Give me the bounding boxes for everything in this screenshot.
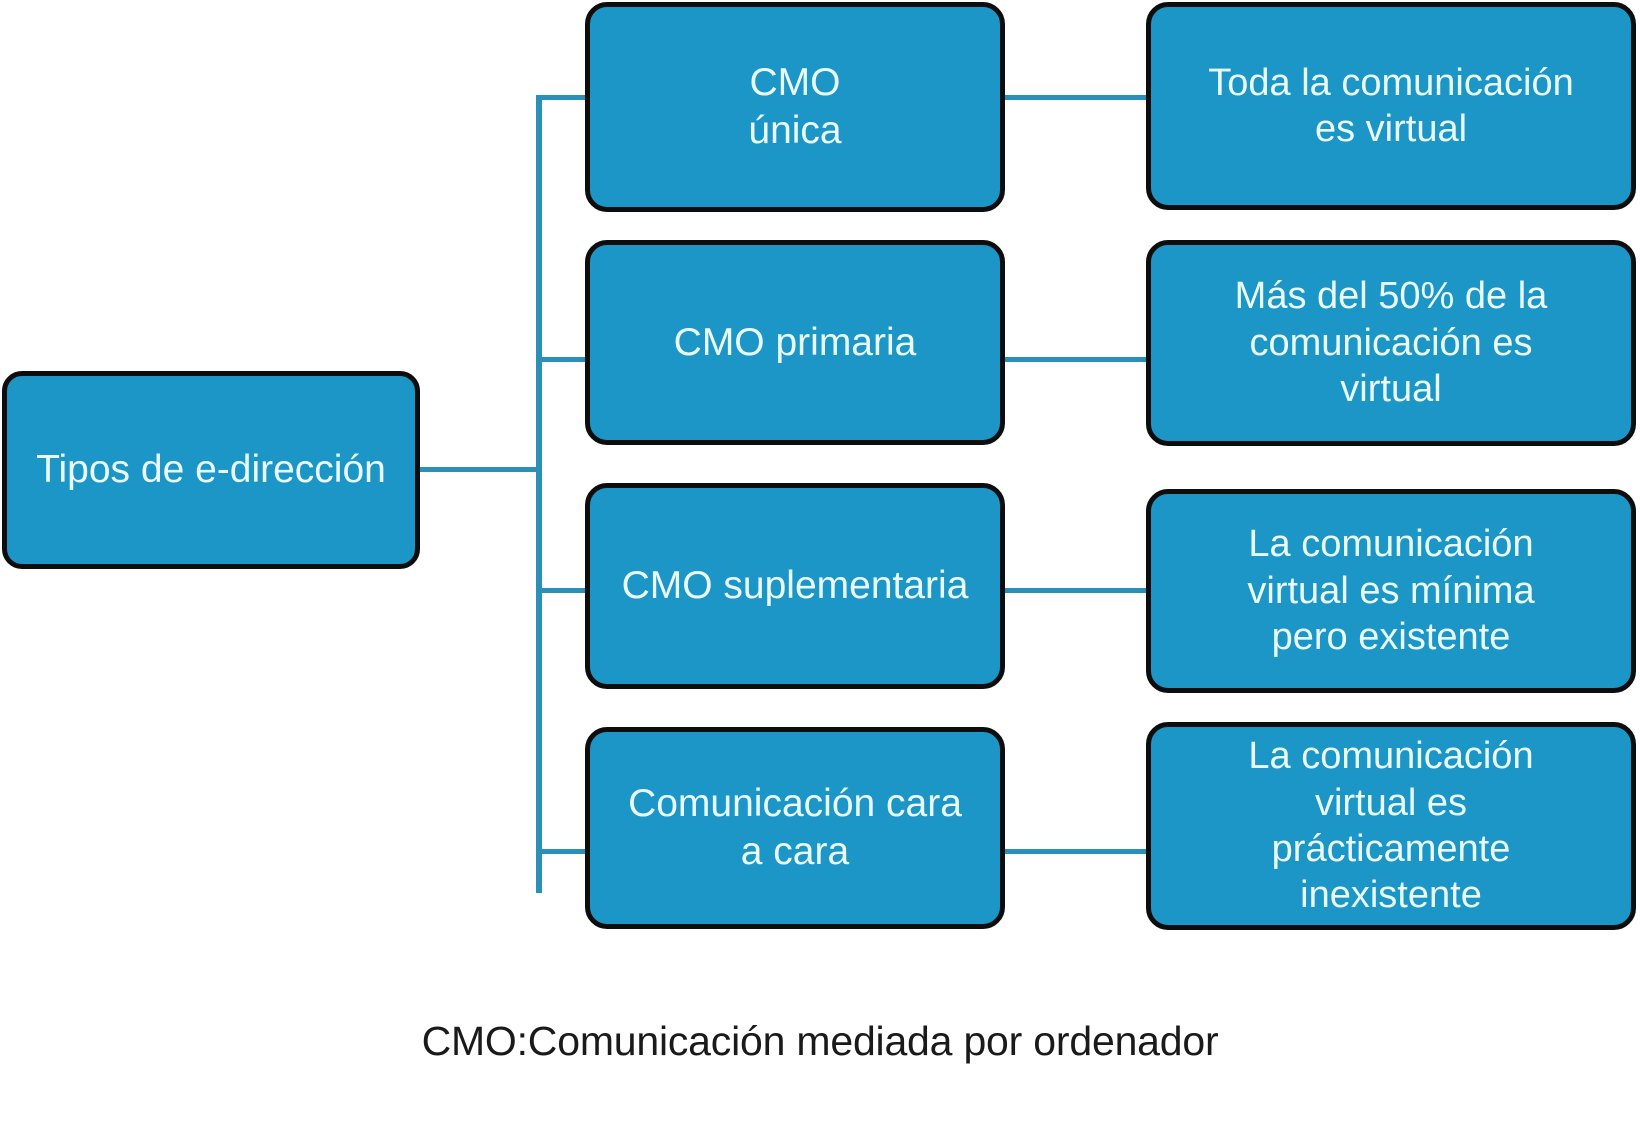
node-comunicacion-cara-a-cara-label: Comunicación cara a cara [628,782,962,873]
node-descripcion-cmo-primaria[interactable]: Más del 50% de la comunicación es virtua… [1146,240,1636,446]
node-descripcion-cara-a-cara[interactable]: La comunicación virtual es prácticamente… [1146,722,1636,930]
connector-trunk-to-cmo-primaria [536,357,591,362]
connector-root-stub [420,467,540,472]
node-comunicacion-cara-a-cara[interactable]: Comunicación cara a cara [585,727,1005,929]
diagram-caption: CMO:Comunicación mediada por ordenador [421,1018,1219,1064]
node-descripcion-cmo-primaria-label: Más del 50% de la comunicación es virtua… [1234,275,1548,411]
node-cmo-suplementaria[interactable]: CMO suplementaria [585,483,1005,689]
node-root[interactable]: Tipos de e-dirección [2,371,420,569]
node-cmo-unica-label: CMO única [748,61,842,152]
connector-trunk-to-cmo-suplementaria [536,588,591,593]
connector-cmo-suplementaria-to-desc [1003,588,1149,593]
connector-cmo-primaria-to-desc [1003,357,1149,362]
node-descripcion-cmo-suplementaria-label: La comunicación virtual es mínima pero e… [1247,523,1535,659]
connector-trunk-to-cara-a-cara [536,849,591,854]
node-descripcion-cmo-suplementaria[interactable]: La comunicación virtual es mínima pero e… [1146,489,1636,693]
node-cmo-suplementaria-label: CMO suplementaria [621,564,969,608]
connector-cara-a-cara-to-desc [1003,849,1149,854]
node-cmo-unica[interactable]: CMO única [585,2,1005,212]
connector-trunk-to-cmo-unica [536,95,591,100]
node-descripcion-cara-a-cara-label: La comunicación virtual es prácticamente… [1248,735,1534,917]
connector-trunk-vertical [536,95,542,893]
node-descripcion-cmo-unica-label: Toda la comunicación es virtual [1208,61,1574,150]
node-cmo-primaria-label: CMO primaria [673,320,917,364]
node-root-label: Tipos de e-dirección [36,448,386,492]
connector-cmo-unica-to-desc [1003,95,1149,100]
node-cmo-primaria[interactable]: CMO primaria [585,240,1005,445]
node-descripcion-cmo-unica[interactable]: Toda la comunicación es virtual [1146,2,1636,210]
